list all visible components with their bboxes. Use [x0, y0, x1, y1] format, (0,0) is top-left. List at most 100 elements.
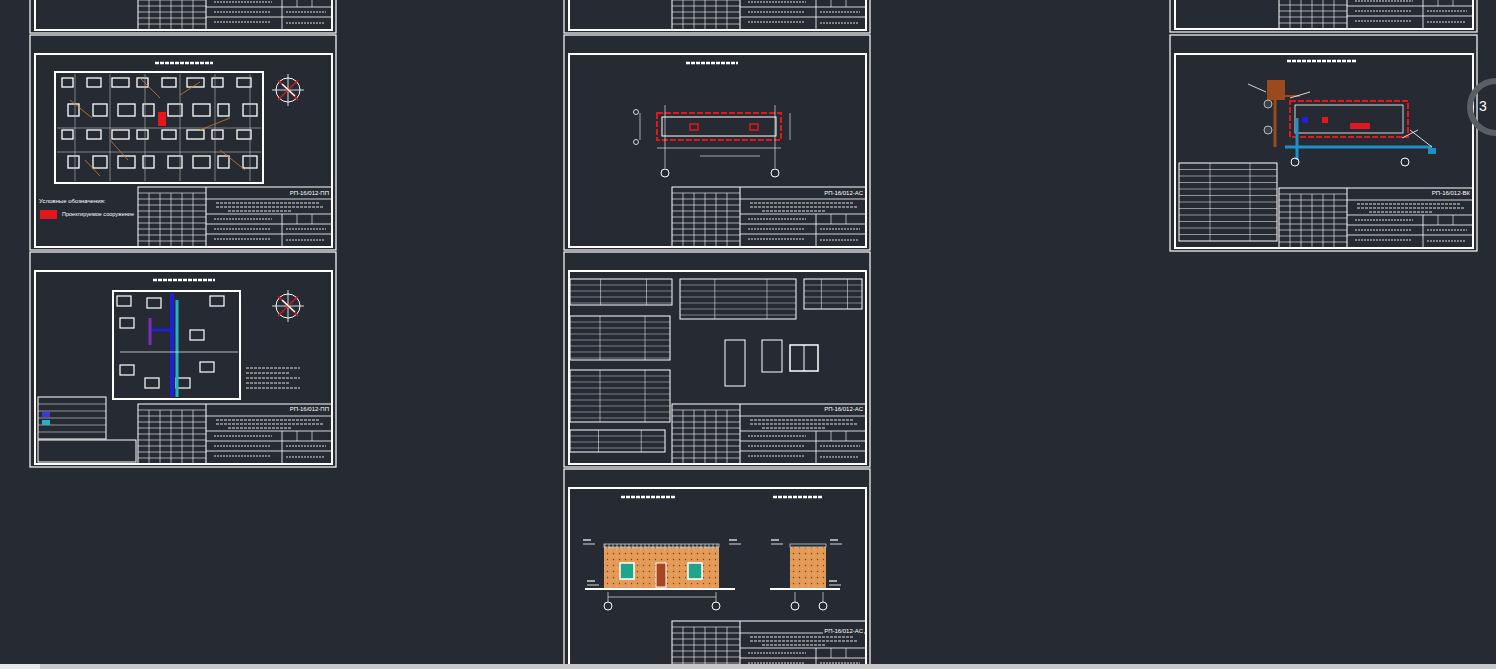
- title-block-line: [138, 446, 206, 447]
- title-block-line: [206, 441, 332, 442]
- title-block-line: [694, 410, 695, 464]
- ground-line: [770, 588, 840, 590]
- axis-bubble: [1401, 158, 1409, 166]
- title-text-stroke: [750, 419, 854, 420]
- title-text-stroke: [820, 240, 858, 241]
- title-text-stroke: [1355, 1, 1413, 2]
- title-block-line: [705, 627, 706, 669]
- title-block-line: [206, 416, 332, 417]
- building-outline: [87, 130, 101, 139]
- facade-wall: [604, 547, 719, 588]
- sheet-code: РП-16/012-ВК: [1431, 190, 1471, 196]
- title-block-line: [138, 440, 206, 441]
- sheet-inner-frame: [1175, 54, 1473, 248]
- well-symbol: [1264, 126, 1272, 134]
- building-outline: [120, 365, 134, 375]
- title-block-line: [138, 422, 206, 423]
- title-block-line: [831, 0, 832, 7]
- building-outline: [237, 78, 251, 87]
- wind-rose-line: [278, 296, 298, 316]
- roof-edge: [613, 544, 614, 549]
- title-block-line: [716, 627, 717, 669]
- schedule-col: [641, 430, 642, 452]
- title-text-stroke: [762, 210, 826, 211]
- roof-edge: [673, 544, 674, 549]
- level-mark: [587, 585, 599, 586]
- title-block-line: [740, 224, 866, 225]
- schedule-row: [570, 291, 672, 292]
- building-outline: [117, 296, 131, 306]
- schedule-row: [570, 388, 670, 389]
- road-line: [250, 74, 251, 181]
- title-block-line: [1347, 215, 1473, 216]
- well-symbol: [1264, 100, 1272, 108]
- specification-row: [1179, 182, 1277, 183]
- title-block-line: [672, 663, 740, 664]
- building-outline: [200, 362, 214, 372]
- level-mark: [829, 585, 841, 586]
- sheet-inner-frame: [569, 488, 866, 669]
- title-block-line: [683, 410, 684, 464]
- sheet-heading-stroke: [686, 62, 738, 65]
- title-block: [138, 404, 332, 464]
- note-text-stroke: [246, 383, 290, 384]
- schedule-col: [600, 370, 601, 422]
- title-block-line: [1290, 0, 1291, 29]
- specification-table: [1179, 163, 1277, 241]
- title-text-stroke: [748, 436, 806, 437]
- building-outline: [120, 318, 134, 328]
- title-block-line: [1453, 215, 1454, 225]
- title-block: [672, 187, 866, 247]
- door: [656, 563, 666, 587]
- axis-bubble: [604, 602, 612, 610]
- level-text-stroke: [829, 580, 837, 581]
- title-block-line: [297, 0, 298, 7]
- title-block-line: [138, 205, 206, 206]
- title-block-line: [740, 199, 866, 200]
- title-block-line: [138, 428, 206, 429]
- title-text-stroke: [214, 446, 270, 447]
- window: [620, 563, 634, 579]
- title-block-line: [182, 410, 183, 464]
- title-text-stroke: [748, 229, 804, 230]
- building-outline: [162, 78, 176, 87]
- title-text-stroke: [286, 23, 324, 24]
- title-text-stroke: [750, 423, 858, 424]
- title-block-line: [1347, 225, 1473, 226]
- title-text-stroke: [762, 644, 826, 645]
- schedule-col: [598, 430, 599, 452]
- roof-edge: [633, 544, 634, 549]
- axis-line: [823, 592, 824, 602]
- title-block-line: [672, 12, 740, 13]
- specification-row: [1179, 189, 1277, 190]
- title-block-line: [683, 193, 684, 247]
- schedule-table: [680, 279, 796, 319]
- axis-bubble: [712, 602, 720, 610]
- building-outline: [210, 296, 224, 306]
- roof-edge: [665, 544, 666, 549]
- building-outline: [162, 130, 176, 139]
- building-outline: [190, 330, 204, 340]
- roof-edge: [689, 544, 690, 549]
- sheet-inner-frame: [1175, 0, 1473, 29]
- specification-col: [1250, 163, 1251, 241]
- title-block-line: [705, 193, 706, 247]
- note-text-stroke: [246, 388, 300, 389]
- axis-line: [795, 592, 796, 602]
- title-block-line: [1279, 230, 1347, 231]
- title-block-line: [1279, 224, 1347, 225]
- legend-sample: [42, 420, 50, 425]
- title-block-line: [831, 214, 832, 224]
- title-block-line: [672, 199, 740, 200]
- title-text-stroke: [1357, 207, 1465, 208]
- road-line: [145, 74, 146, 181]
- title-block-line: [740, 451, 866, 452]
- level-text-stroke: [771, 539, 779, 540]
- window: [688, 563, 702, 579]
- title-text-stroke: [214, 12, 270, 13]
- title-block-line: [846, 648, 847, 658]
- schedule-row: [804, 303, 862, 304]
- title-block-line: [149, 193, 150, 247]
- title-block-line: [672, 627, 740, 628]
